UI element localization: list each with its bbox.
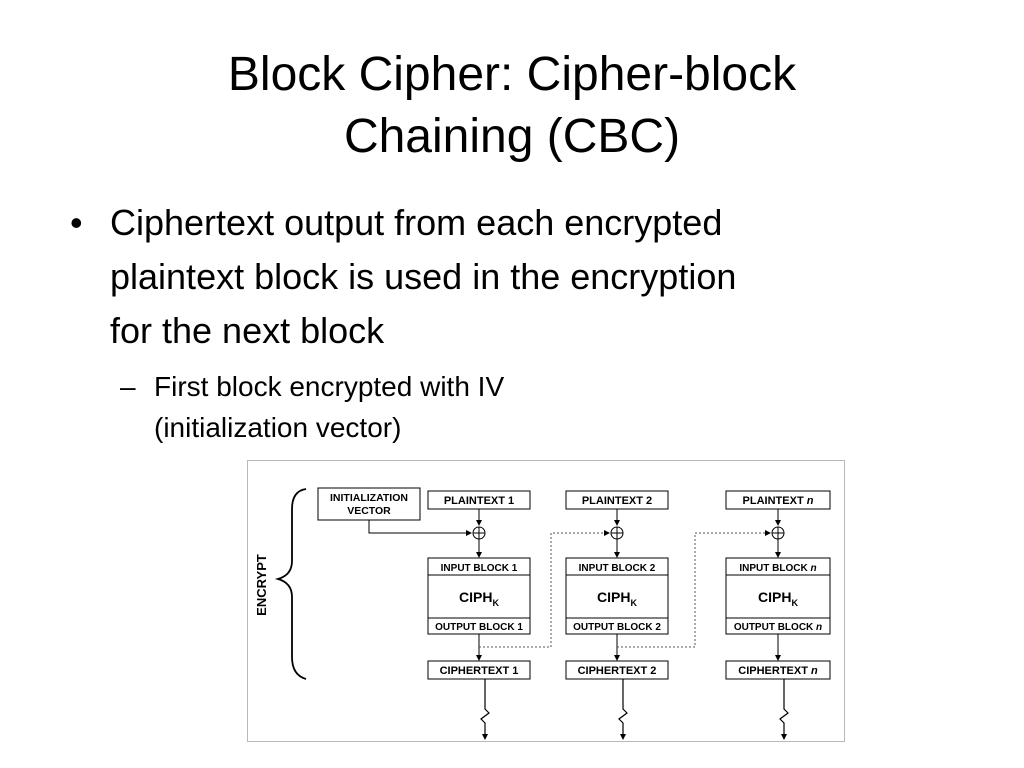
iv-box — [317, 487, 421, 521]
output-block-n-label: OUTPUT BLOCK n — [734, 622, 822, 633]
output-block-1-label: OUTPUT BLOCK 1 — [435, 622, 523, 633]
sub-bullet-text: First block encrypted with IV (initializ… — [154, 366, 714, 448]
slide-title-line-2: Chaining (CBC) — [343, 110, 681, 163]
encrypt-brace — [274, 488, 307, 680]
ciphertext-1-box — [427, 660, 531, 680]
input-block-2-label: INPUT BLOCK 2 — [579, 563, 656, 574]
bullet-marker: • — [70, 202, 83, 243]
ciphertext-2-output-arrow — [618, 679, 628, 740]
ciph-2-label: CIPHK — [597, 589, 637, 608]
cbc-diagram-svg: ENCRYPT INITIALIZATION VECTOR PLAINTEXT … — [254, 487, 831, 740]
encrypt-label: ENCRYPT — [254, 554, 269, 616]
slide-title: Block Cipher: Cipher-block Chaining (CBC… — [112, 44, 912, 168]
plaintext-n-label: PLAINTEXT n — [743, 495, 814, 507]
sub-bullet-line-1: First block encrypted with IV — [154, 371, 505, 402]
cipher-block-n — [725, 557, 831, 635]
plaintext-2-label: PLAINTEXT 2 — [582, 495, 652, 507]
ciphertext-n-box — [725, 660, 831, 680]
cbc-diagram: ENCRYPT INITIALIZATION VECTOR PLAINTEXT … — [247, 460, 845, 742]
iv-arrow — [368, 520, 472, 536]
input-block-1-label: INPUT BLOCK 1 — [441, 563, 518, 574]
ciphertext-1-label: CIPHERTEXT 1 — [440, 665, 519, 677]
ciph-1-label: CIPHK — [459, 589, 499, 608]
ciphertext-n-label: CIPHERTEXT n — [738, 665, 818, 677]
bullet-text: Ciphertext output from each encrypted pl… — [110, 196, 950, 358]
bullet-line-3: for the next block — [110, 310, 385, 351]
ciphertext-2-label: CIPHERTEXT 2 — [578, 665, 657, 677]
cipher-block-2 — [565, 557, 669, 635]
bullet-line-1: Ciphertext output from each encrypted — [110, 202, 723, 243]
sub-bullet-line-2: (initialization vector) — [154, 412, 402, 443]
chain-1-to-2-line — [479, 530, 610, 648]
cipher-block-1 — [427, 557, 531, 635]
output-block-2-label: OUTPUT BLOCK 2 — [573, 622, 661, 633]
iv-label-line-1: INITIALIZATION — [330, 492, 408, 504]
ciph-n-label: CIPHK — [758, 589, 798, 608]
chain-2-to-n-line — [617, 530, 771, 648]
bullet-line-2: plaintext block is used in the encryptio… — [110, 256, 737, 297]
input-block-n-label: INPUT BLOCK n — [739, 563, 816, 574]
ciphertext-2-box — [565, 660, 669, 680]
ciphertext-n-output-arrow — [779, 679, 789, 740]
slide-title-line-1: Block Cipher: Cipher-block — [227, 48, 797, 101]
plaintext-1-label: PLAINTEXT 1 — [444, 495, 514, 507]
sub-bullet-marker: – — [120, 371, 136, 402]
iv-label-line-2: VECTOR — [347, 505, 391, 517]
ciphertext-1-output-arrow — [480, 679, 490, 740]
